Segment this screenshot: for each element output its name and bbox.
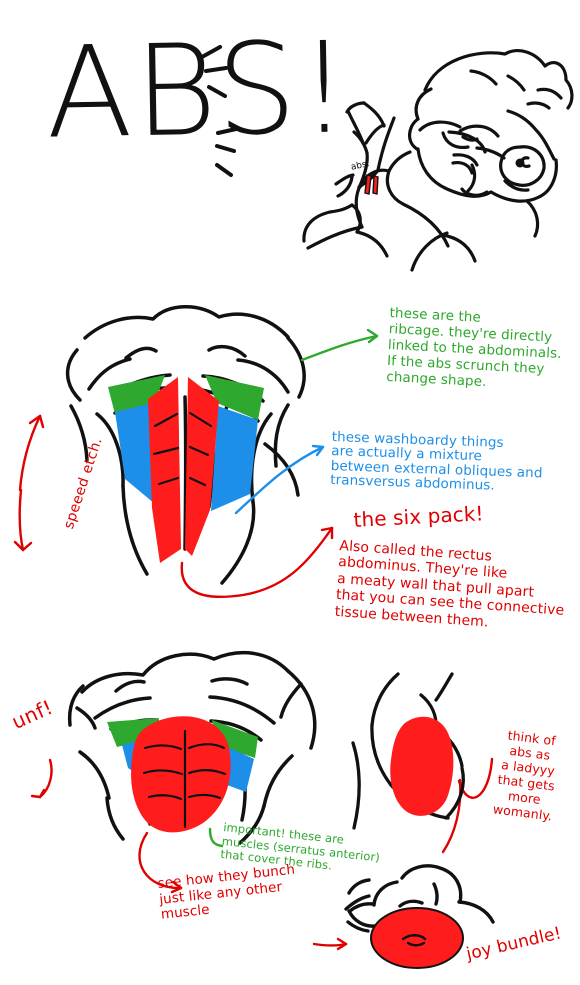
lower-torso-diagram (67, 650, 317, 845)
bunch-note: see how they bunch just like any other m… (156, 861, 296, 923)
ribcage-note: these are the ribcage. they're directly … (385, 305, 562, 390)
six-pack-title: the six pack! (352, 501, 485, 532)
cartoon-face-illustration (302, 49, 574, 272)
washboard-note: these washboardy things are actually a m… (329, 429, 543, 494)
joy-bundle-illustration (344, 864, 495, 969)
upper-torso-diagram (65, 305, 306, 585)
side-abs-diagram (351, 672, 465, 830)
six-pack-note: Also called the rectus abdominus. They'r… (334, 538, 565, 631)
title-block: ABS! (45, 14, 366, 200)
title-emphasis-marks-icon (200, 45, 238, 177)
think-note: think of abs as a ladyyy that gets more … (492, 727, 557, 824)
